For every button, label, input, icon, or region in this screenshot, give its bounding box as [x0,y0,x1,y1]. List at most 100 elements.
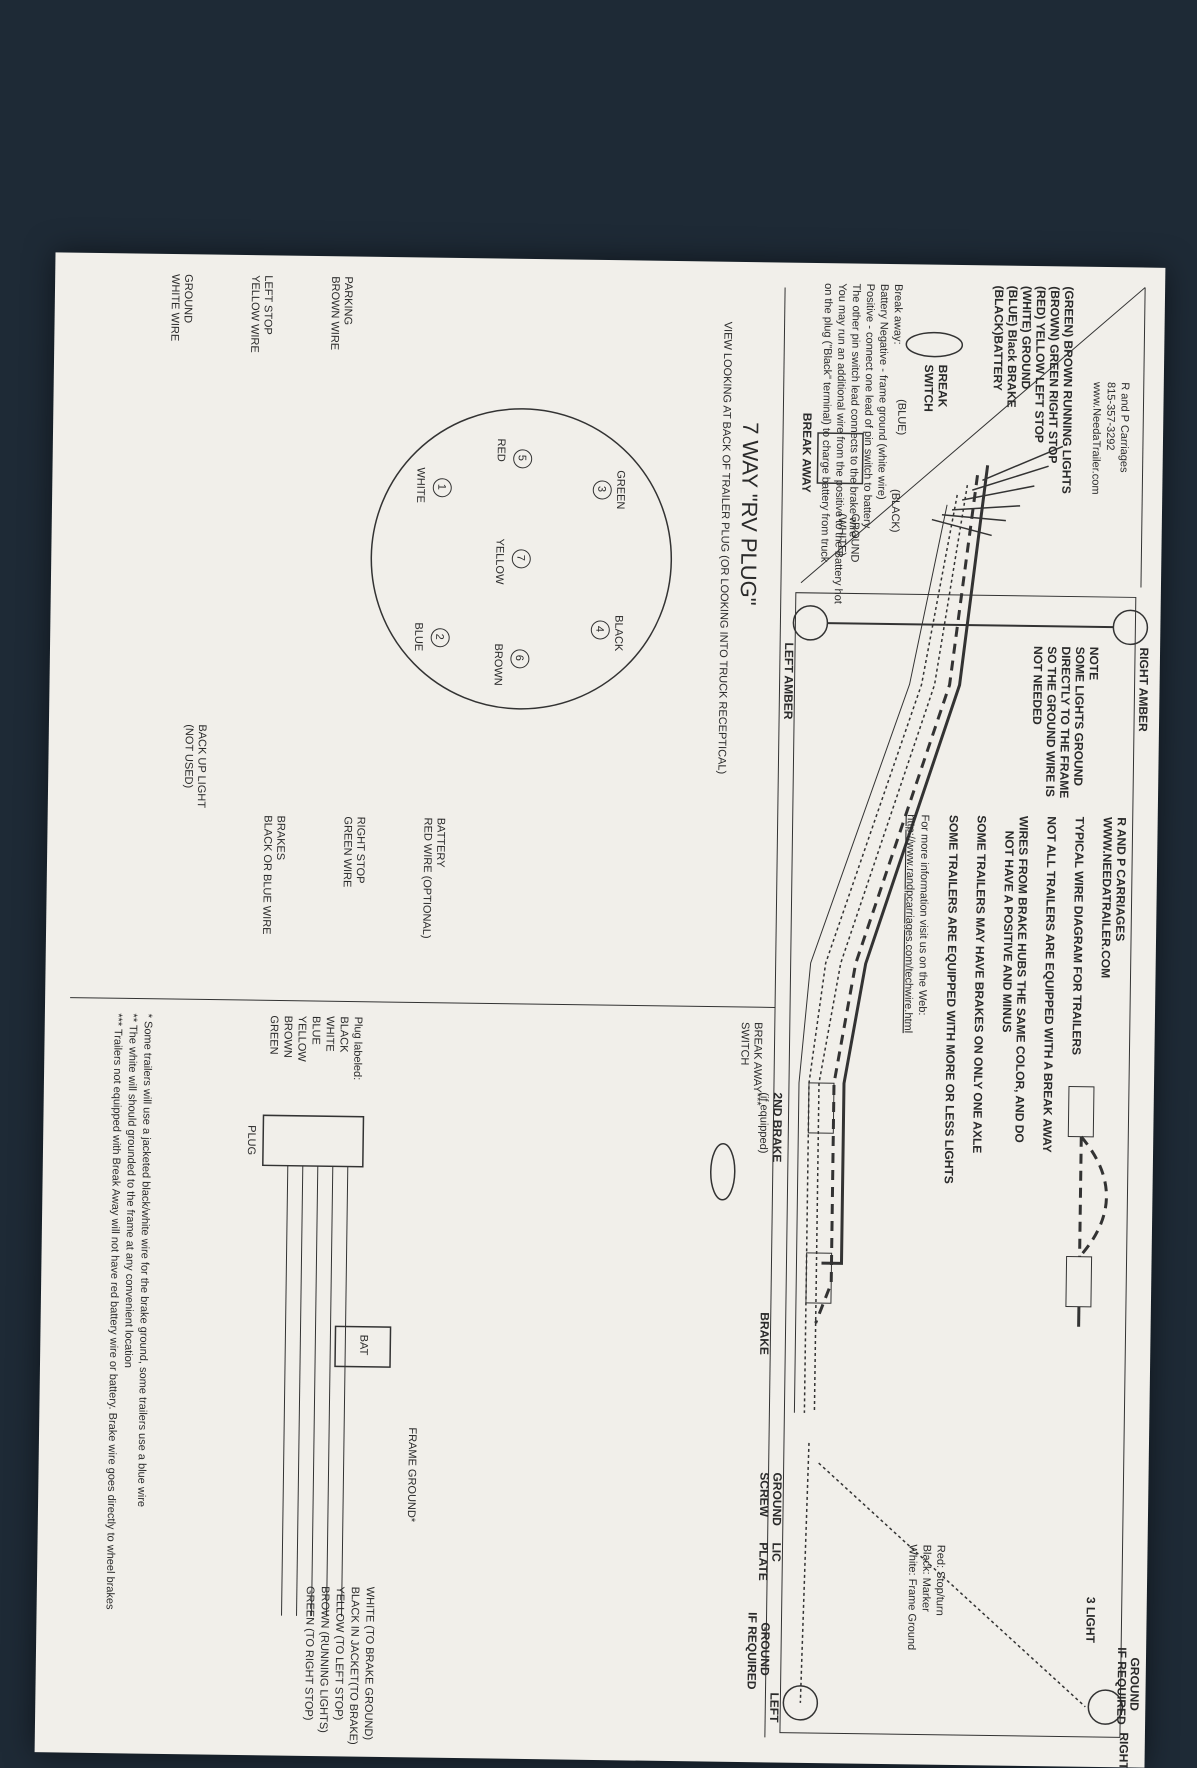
break-switch-label: SWITCH [921,364,936,412]
typical-note: NOT HAVE A POSITIVE AND MINUS [1000,831,1017,1033]
frame-ground-label: FRAME GROUND* [405,1427,418,1523]
harness-wires [282,1166,348,1617]
typical-note: WWW.NEEDATRAILER.COM [1098,817,1114,978]
plug-pins: 1 2 3 4 5 6 7 WHITE BLUE GREEN BLACK RED… [412,437,627,687]
breakaway-note: on the plug ("Black" terminal) to charge… [818,283,834,563]
brake-label: BRAKE [757,1312,772,1355]
breakaway-switch-label: BREAK AWAY*** [751,1022,764,1106]
breakaway-notes: Break away: Battery Negative - frame gro… [818,283,904,605]
plug-term: BROWN [281,1016,294,1058]
plug-subtitle: VIEW LOOKING AT BACK OF TRAILER PLUG (OR… [715,322,733,775]
legend-line: (BROWN) GREEN RIGHT STOP [1046,286,1062,463]
axle-right-1 [1068,1087,1094,1137]
ground-if-required-right: GROUND [1127,1657,1142,1711]
pin-number: 5 [516,455,528,461]
header-block: R and P Carriages 815-357-3292 www.Needa… [1089,381,1131,495]
wire-end: YELLOW (TO LEFT STOP) [332,1586,346,1720]
note-line: NOT NEEDED [1030,646,1045,725]
breakaway-note: Positive - connect one lead of pin switc… [861,284,876,529]
typical-note: R AND P CARRIAGES [1113,817,1129,941]
wire-end: BROWN (RUNNING LIGHTS) [317,1586,331,1733]
plug-callouts: GROUND WHITE WIRE LEFT STOP YELLOW WIRE … [160,274,454,939]
breakaway-note: The other pin switch lead connects to th… [847,283,863,537]
right-amber-light [1113,610,1147,644]
pin-number: 6 [513,655,525,661]
callout-label: YELLOW WIRE [248,275,261,353]
lic-plate-label: LIC [769,1542,783,1562]
pin-number: 1 [435,484,447,490]
ground-label: GROUND [848,513,861,562]
plug-box-label: PLUG [245,1125,257,1155]
plug-title: 7 WAY "RV PLUG" [736,422,764,606]
breakaway-note: Break away: [891,284,904,345]
ground-screw-label: GROUND [770,1472,785,1526]
ground-screw-label: SCREW [757,1472,772,1518]
callout-label: BROWN WIRE [328,276,341,350]
ground-label: (WHITE) [835,513,848,556]
website-link[interactable]: http://www.randpcarriages.com/techwire.h… [902,814,917,1033]
callout-label: PARKING [342,276,355,325]
second-brake-label: 2ND BRAKE [770,1092,785,1162]
typical-note: SOME TRAILERS ARE EQUIPPED WITH MORE OR … [942,815,961,1184]
left-amber-light [793,606,827,640]
color-key-line: Black: Marker [920,1545,933,1613]
callout-label: BLACK OR BLUE WIRE [260,815,274,934]
breakaway-switch-detail [710,1144,735,1200]
legend-line: (RED) YELLOW LEFT STOP [1032,286,1048,443]
breakaway-note: Battery Negative - frame ground (white w… [875,284,890,500]
note-line: DIRECTLY TO THE FRAME [1057,646,1073,798]
legend-line: (GREEN) BROWN RUNNING LIGHTS [1059,286,1076,494]
axle-right-2 [1066,1257,1092,1307]
callout-label: BATTERY [434,818,447,869]
pin-color: RED [495,438,507,461]
black-wire-label: (BLACK) [889,489,902,533]
plug-terms: BLACK WHITE BLUE YELLOW BROWN GREEN [267,1015,350,1063]
pin-number: 2 [433,634,445,640]
typical-notes: R AND P CARRIAGES WWW.NEEDATRAILER.COM T… [900,814,1129,1186]
battery-label: BAT [357,1335,369,1356]
axle-left-1 [808,1083,834,1133]
plug-box [263,1115,364,1166]
pin-number: 4 [593,626,605,632]
pin-color: BLUE [412,622,424,651]
three-light-label: 3 LIGHT [1083,1597,1098,1644]
section-divider-vertical [70,998,775,1008]
wire-end-labels: WHITE (TO BRAKE GROUND) BLACK IN JACKET(… [302,1586,376,1745]
ground-if-required-left: GROUND [758,1622,773,1676]
company-phone: 815-357-3292 [1104,382,1117,451]
blue-wire-label: (BLUE) [895,399,908,435]
left-amber-label: LEFT AMBER [781,643,796,720]
plug-term: GREEN [267,1015,280,1054]
break-switch-label: BREAK [935,365,950,408]
callout-label: GROUND [182,274,195,323]
right-amber-label: RIGHT AMBER [1136,647,1151,732]
typical-note: For more information visit us on the Web… [916,814,931,1015]
callout-label: WHITE WIRE [168,274,181,341]
footnote: ** The white will should grounded to the… [122,1013,139,1368]
plug-term: YELLOW [295,1016,308,1063]
lic-plate-label: PLATE [756,1542,771,1581]
pin-color: GREEN [614,470,627,509]
wire-end: GREEN (TO RIGHT STOP) [302,1586,316,1721]
callout-label: RED WIRE (OPTIONAL) [420,817,434,938]
callout-label: BACK UP LIGHT [195,724,208,808]
legend-line: (BLACK)BATTERY [991,285,1006,391]
callout-label: BRAKES [274,815,287,860]
callout-label: GREEN WIRE [341,816,354,887]
color-key-line: Red: Stop/turn [934,1545,947,1616]
typical-note: SOME TRAILERS MAY HAVE BRAKES ON ONLY ON… [970,815,989,1153]
pin-color: WHITE [414,467,426,503]
typical-note: NOT ALL TRAILERS ARE EQUIPPED WITH A BRE… [1040,816,1059,1153]
footnote: *** Trailers not equipped with Break Awa… [104,1013,124,1610]
ground-note: NOTE SOME LIGHTS GROUND DIRECTLY TO THE … [1029,646,1101,799]
plug-term: BLACK [337,1016,350,1053]
breakaway-switch-label: SWITCH [738,1022,751,1066]
plug-labeled: Plug labeled: [351,1017,364,1081]
pin-number: 3 [595,486,607,492]
ground-if-required-right: IF REQUIRED [1114,1647,1129,1725]
break-away-label: BREAK AWAY [799,413,814,493]
color-key-line: White: Frame Ground [905,1544,918,1650]
wiring-diagram-sheet: R and P Carriages 815-357-3292 www.Needa… [35,252,1166,1767]
typical-note: TYPICAL WIRE DIAGRAM FOR TRAILERS [1069,817,1086,1056]
pin-color: BLACK [612,615,625,652]
